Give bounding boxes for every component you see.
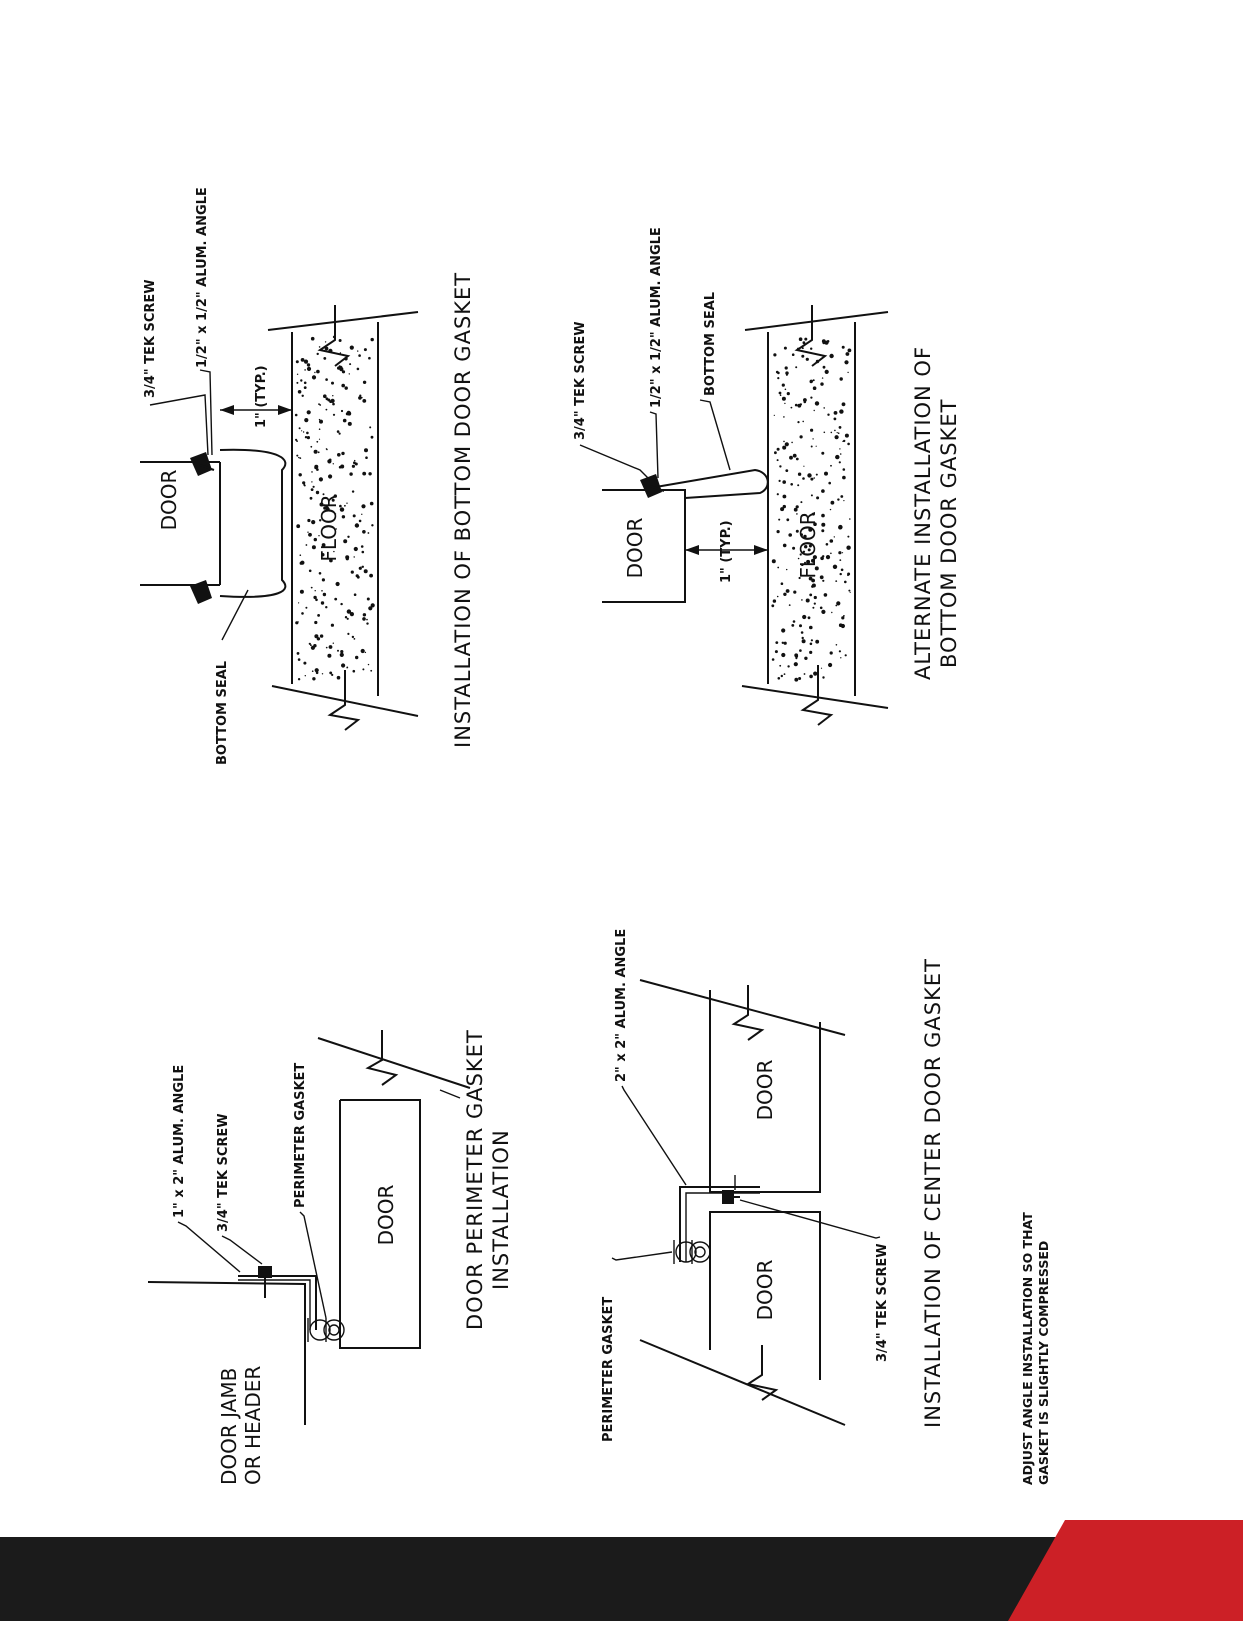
- tek-screw-label: 3/4" TEK SCREW: [573, 321, 588, 440]
- alternate-bottom-gasket-diagram: DOOR FLOOR 3/4" TEK SCREW 1/2" x 1/2" AL…: [573, 227, 961, 726]
- perimeter-gasket-label: PERIMETER GASKET: [601, 1297, 616, 1442]
- concrete-stipple: [294, 335, 375, 681]
- note-line1: ADJUST ANGLE INSTALLATION SO THAT: [1020, 1212, 1035, 1485]
- floor-slab: [741, 305, 889, 726]
- door-top: [639, 979, 846, 1193]
- perimeter-gasket-icon: [673, 1240, 711, 1264]
- perimeter-title-line1: DOOR PERIMETER GASKET: [463, 1029, 487, 1330]
- tek-screw-icon: [722, 1175, 740, 1204]
- door: [602, 468, 769, 603]
- bottom-seal-label: BOTTOM SEAL: [703, 292, 718, 396]
- perimeter-title-line2: INSTALLATION: [489, 1129, 513, 1290]
- door-jamb: [147, 1281, 306, 1425]
- floor-label: FLOOR: [317, 494, 341, 561]
- dimension-1in: [685, 545, 768, 555]
- aluminum-angle: [679, 1186, 760, 1262]
- tek-screw-icon: [258, 1266, 272, 1298]
- door: [317, 1030, 471, 1349]
- bottom-seal-label: BOTTOM SEAL: [215, 661, 230, 765]
- door-label: DOOR: [374, 1185, 398, 1246]
- alt-gasket-title-line1: ALTERNATE INSTALLATION OF: [911, 346, 935, 680]
- door-label: DOOR: [623, 518, 647, 579]
- dimension-1in: [220, 405, 292, 415]
- bottom-seal-shape: [219, 448, 287, 598]
- door-label: DOOR: [157, 470, 181, 531]
- perimeter-gasket-label: PERIMETER GASKET: [293, 1063, 308, 1208]
- center-gasket-title: INSTALLATION OF CENTER DOOR GASKET: [921, 958, 945, 1428]
- door-jamb-label-line1: DOOR JAMB: [217, 1368, 241, 1485]
- perimeter-gasket-icon: [307, 1318, 345, 1342]
- bottom-seal-shape: [649, 468, 769, 499]
- tek-screw-icon: [190, 452, 215, 476]
- concrete-stipple: [771, 337, 852, 682]
- door-bottom: [639, 1211, 846, 1426]
- angle-label: 1/2" x 1/2" ALUM. ANGLE: [649, 227, 664, 408]
- tek-screw-label: 3/4" TEK SCREW: [143, 279, 158, 398]
- angle-label: 2" x 2" ALUM. ANGLE: [614, 929, 629, 1082]
- door-top-label: DOOR: [753, 1060, 777, 1121]
- typ-dimension-label: 1" (TYP.): [719, 520, 734, 583]
- tek-screw-icon: [190, 580, 212, 604]
- typ-dimension-label: 1" (TYP.): [254, 365, 269, 428]
- floor-label: FLOOR: [796, 511, 820, 578]
- tek-screw-icon: [640, 474, 665, 498]
- tek-screw-label: 3/4" TEK SCREW: [875, 1243, 890, 1362]
- tek-screw-label: 3/4" TEK SCREW: [216, 1113, 231, 1232]
- perimeter-gasket-diagram: DOOR JAMB OR HEADER 1" x 2" ALUM. ANGLE …: [147, 1029, 513, 1485]
- alt-gasket-title-line2: BOTTOM DOOR GASKET: [937, 398, 961, 668]
- door-jamb-label-line2: OR HEADER: [241, 1366, 265, 1485]
- angle-label: 1" x 2" ALUM. ANGLE: [172, 1065, 187, 1218]
- bottom-gasket-title: INSTALLATION OF BOTTOM DOOR GASKET: [451, 272, 475, 748]
- floor-slab: [267, 305, 419, 731]
- accent-corner: [1008, 1520, 1243, 1621]
- bottom-gasket-diagram: DOOR FLOOR 3/4" TEK SCREW 1/2" x 1/2" AL…: [140, 187, 475, 765]
- door-bottom-label: DOOR: [753, 1260, 777, 1321]
- angle-label: 1/2" x 1/2" ALUM. ANGLE: [195, 187, 210, 368]
- center-gasket-diagram: 2" x 2" ALUM. ANGLE DOOR DOOR PERIMETER …: [601, 929, 945, 1442]
- note-line2: GASKET IS SLIGHTLY COMPRESSED: [1036, 1241, 1051, 1485]
